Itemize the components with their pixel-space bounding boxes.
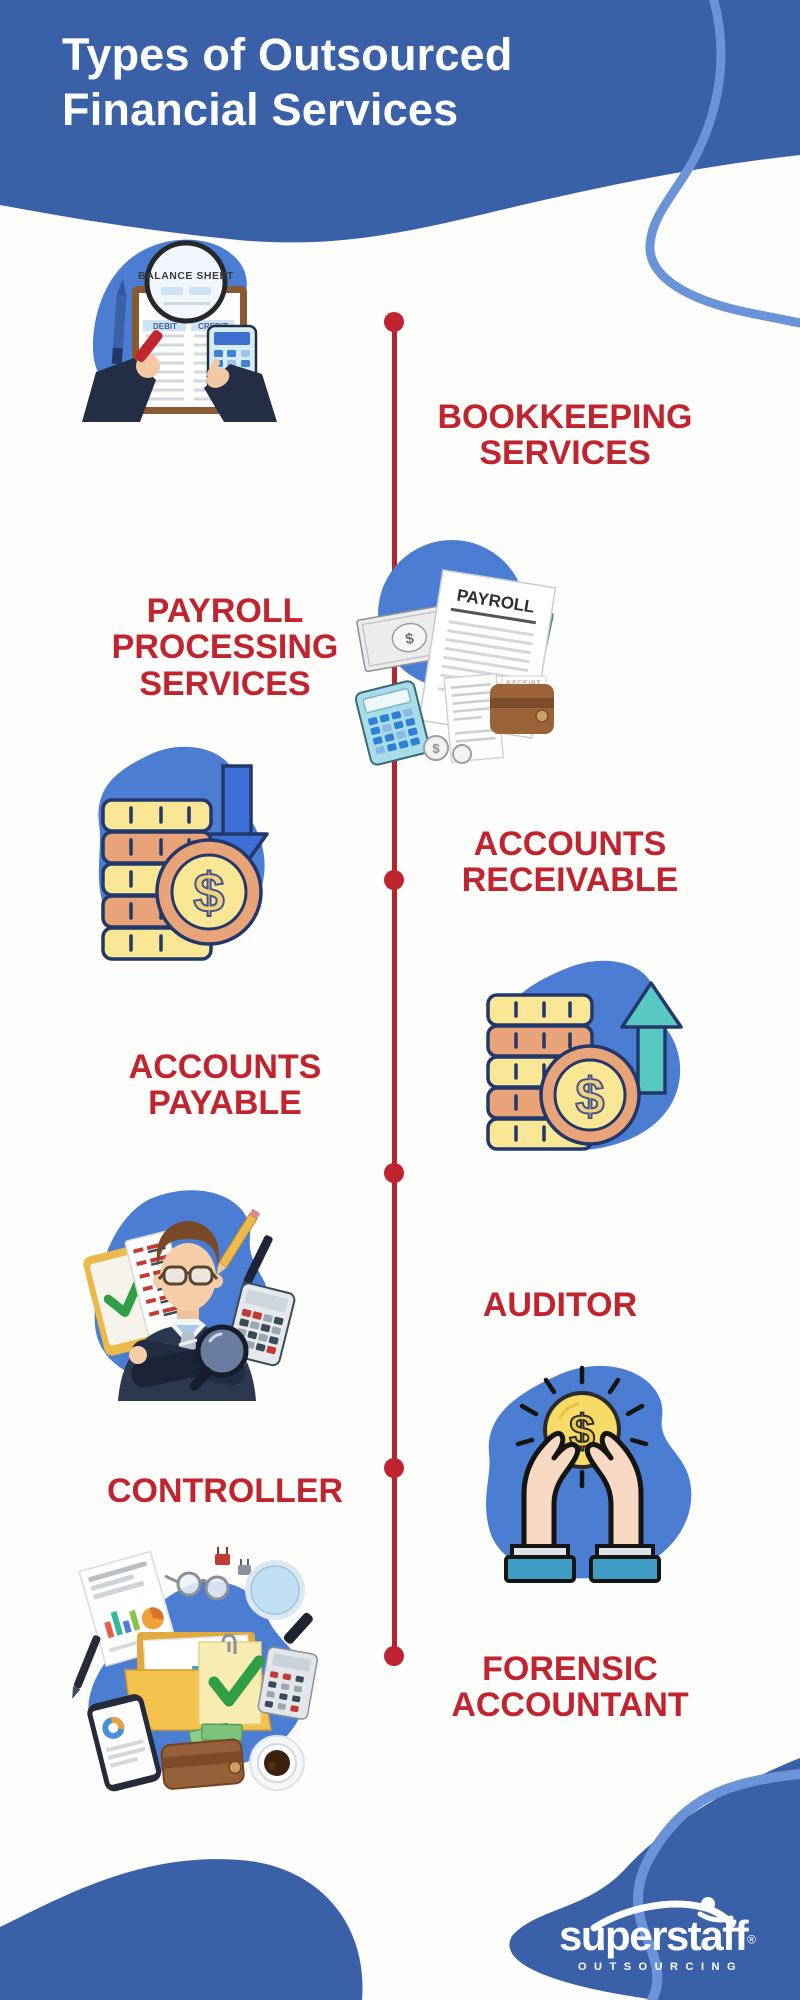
forensic-accountant-illustration xyxy=(65,1530,320,1810)
brand-subtitle: OUTSOURCING xyxy=(578,1961,743,1973)
superstaff-logo: superstaff® OUTSOURCING xyxy=(540,1897,775,1973)
timeline-line xyxy=(392,322,397,1656)
pen-icon xyxy=(111,278,127,365)
page-title: Types of Outsourced Financial Services xyxy=(62,29,513,135)
glasses-icon xyxy=(164,1571,230,1601)
up-arrow-icon xyxy=(620,981,683,1095)
glasses-icon xyxy=(157,1265,219,1286)
magnifier-icon xyxy=(189,1324,249,1392)
decorative-curve xyxy=(633,1769,800,2000)
receipt-paper xyxy=(443,672,505,763)
svg-text:$: $ xyxy=(432,741,440,756)
pen-icon xyxy=(72,1635,101,1699)
dollar-coin-icon: $ xyxy=(539,1044,641,1146)
label-controller: CONTROLLER xyxy=(106,1472,344,1510)
folder-checkmark-icon xyxy=(124,1632,272,1731)
magnifier-icon xyxy=(245,1560,313,1644)
label-forensic-accountant: FORENSIC ACCOUNTANT xyxy=(451,1650,689,1725)
coffee-cup-icon xyxy=(249,1735,305,1791)
svg-text:BALANCE SHEET: BALANCE SHEET xyxy=(138,270,234,282)
footer-waves xyxy=(0,1758,800,2000)
timeline-dot xyxy=(384,1646,404,1666)
smartphone-icon xyxy=(87,1694,162,1792)
label-accounts-payable: ACCOUNTS PAYABLE xyxy=(128,1048,322,1123)
calculator-icon xyxy=(354,680,431,766)
header-wave xyxy=(0,0,800,328)
timeline-dot xyxy=(384,312,404,332)
svg-text:RECEIPT: RECEIPT xyxy=(506,680,541,687)
svg-text:$: $ xyxy=(193,861,224,924)
dollar-coin-icon: $ xyxy=(155,838,263,946)
label-payroll-processing-services: PAYROLL PROCESSING SERVICES xyxy=(111,592,339,703)
svg-text:$: $ xyxy=(404,630,416,648)
auditor-illustration xyxy=(78,1183,298,1406)
timeline-dot xyxy=(384,1458,404,1478)
timeline-dot xyxy=(384,1163,404,1183)
right-hand-sleeve xyxy=(204,358,277,422)
payroll-illustration: $ PAYROLL RECEIPT xyxy=(352,536,557,771)
bookkeeping-illustration: DEBIT CREDIT BALANCE SHEET xyxy=(82,232,277,427)
magnifier-icon: BALANCE SHEET xyxy=(138,240,234,324)
registered-mark: ® xyxy=(747,1932,756,1947)
left-hand-sleeve xyxy=(82,330,163,422)
wallet-icon: RECEIPT xyxy=(490,675,554,734)
checklist-folder-icon xyxy=(83,1230,192,1356)
superstaff-swoosh-icon xyxy=(590,1897,736,1932)
svg-text:DEBIT: DEBIT xyxy=(153,322,177,331)
decorative-curve xyxy=(645,0,800,328)
accounts-payable-illustration: $ xyxy=(472,955,692,1172)
accounts-receivable-illustration: $ xyxy=(85,742,290,975)
wallet-cash-icon xyxy=(160,1722,245,1790)
controller-illustration: $ xyxy=(460,1356,705,1599)
pencil-icon xyxy=(216,1208,261,1276)
label-accounts-receivable: ACCOUNTS RECEIVABLE xyxy=(461,825,679,900)
svg-text:$: $ xyxy=(576,1068,605,1126)
timeline-dot xyxy=(384,870,404,890)
label-auditor: AUDITOR xyxy=(482,1286,638,1324)
coins-icon: $ xyxy=(423,735,472,764)
label-bookkeeping-services: BOOKKEEPING SERVICES xyxy=(437,398,693,473)
calculator-icon xyxy=(257,1646,318,1720)
binder-clip-icon xyxy=(215,1547,251,1575)
